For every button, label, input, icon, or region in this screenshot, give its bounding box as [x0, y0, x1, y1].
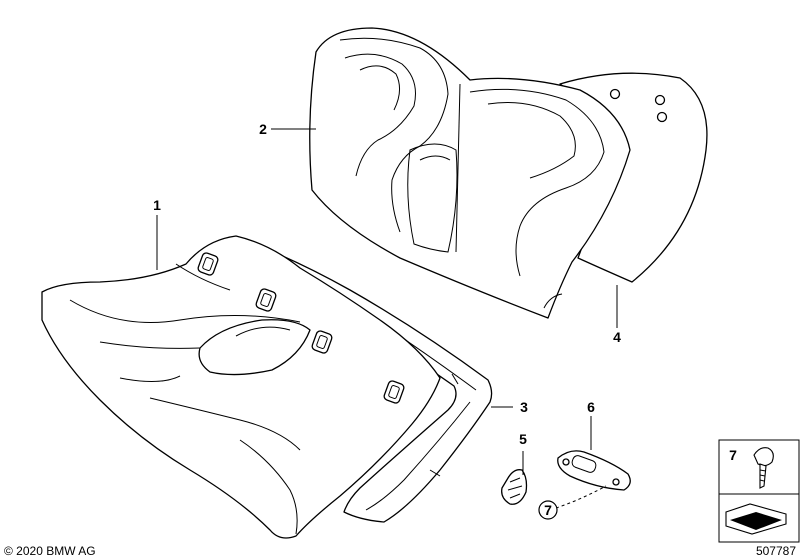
- callout-1[interactable]: 1: [153, 197, 161, 213]
- legend-item-number: 7: [729, 447, 737, 463]
- callout-2[interactable]: 2: [259, 121, 267, 137]
- part-2-backrest[interactable]: [309, 27, 631, 319]
- callout-3[interactable]: 3: [520, 399, 528, 415]
- screw-icon: [753, 447, 774, 489]
- part-6-bracket[interactable]: [557, 450, 631, 491]
- callout-7-circled[interactable]: 7: [538, 500, 558, 520]
- callout-7-label: 7: [544, 502, 552, 518]
- leader-line-7: [555, 485, 607, 509]
- latch-ring: [255, 288, 277, 312]
- page-arrow-icon: [725, 503, 787, 535]
- copyright-text: © 2020 BMW AG: [4, 544, 96, 558]
- latch-ring: [197, 252, 219, 276]
- part-5-clip[interactable]: [501, 469, 528, 505]
- callout-4[interactable]: 4: [613, 329, 621, 345]
- latch-ring: [311, 330, 333, 354]
- diagram-number: 507787: [756, 544, 796, 558]
- latch-ring: [383, 380, 405, 404]
- callout-6[interactable]: 6: [587, 399, 595, 415]
- part-1-seat-cushion[interactable]: [41, 235, 441, 539]
- legend-box: 7: [718, 439, 800, 543]
- callout-5[interactable]: 5: [519, 431, 527, 447]
